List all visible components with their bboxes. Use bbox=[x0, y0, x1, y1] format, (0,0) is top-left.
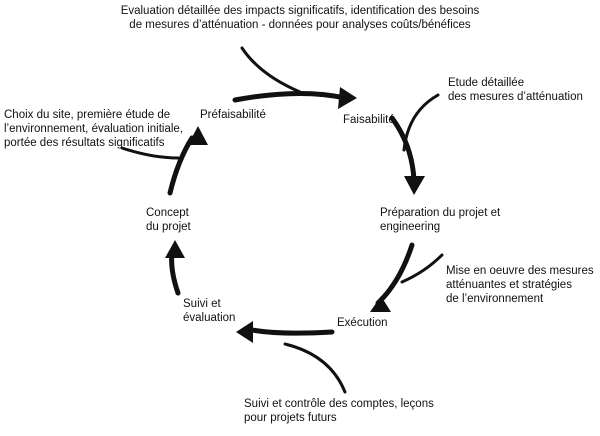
stage-suivi: Suivi et évaluation bbox=[183, 298, 236, 324]
arc-execution-to-suivi bbox=[249, 327, 335, 336]
stage-preparation: Préparation du projet et engineering bbox=[380, 207, 501, 233]
stage-prefaisabilite: Préfaisabilité bbox=[200, 109, 266, 121]
arrowhead-to-faisabilite bbox=[338, 87, 357, 109]
arc-preparation-to-execution bbox=[375, 242, 415, 306]
input-arrow-bottom bbox=[283, 342, 347, 394]
input-arrow-top bbox=[240, 46, 302, 94]
arc-suivi-to-concept bbox=[169, 249, 181, 296]
input-arrow-top-right bbox=[402, 93, 440, 152]
arrowhead-to-preparation bbox=[404, 176, 425, 195]
stage-execution: Exécution bbox=[337, 317, 388, 329]
arc-faisabilite-to-preparation bbox=[389, 115, 417, 183]
stage-faisabilite: Faisabilité bbox=[343, 114, 395, 126]
input-label-bottom: Suivi et contrôle des comptes, leçons po… bbox=[244, 398, 434, 424]
arc-prefaisabilite-to-faisabilite bbox=[232, 90, 348, 103]
input-arrow-right bbox=[400, 253, 444, 284]
arrowhead-to-execution bbox=[370, 296, 391, 312]
input-label-left: Choix du site, première étude de l’envir… bbox=[4, 109, 183, 149]
stage-concept: Concept du projet bbox=[146, 207, 191, 233]
input-arrow-left bbox=[120, 146, 180, 160]
arrowhead-to-concept bbox=[165, 240, 185, 258]
input-label-top-right: Etude détaillée des mesures d’atténuatio… bbox=[448, 77, 583, 103]
arrowhead-to-prefaisabilite bbox=[188, 126, 208, 145]
input-label-right: Mise en oeuvre des mesures atténuantes e… bbox=[446, 265, 594, 305]
input-label-top: Evaluation détaillée des impacts signifi… bbox=[120, 5, 480, 31]
arrowhead-to-suivi bbox=[236, 321, 253, 343]
